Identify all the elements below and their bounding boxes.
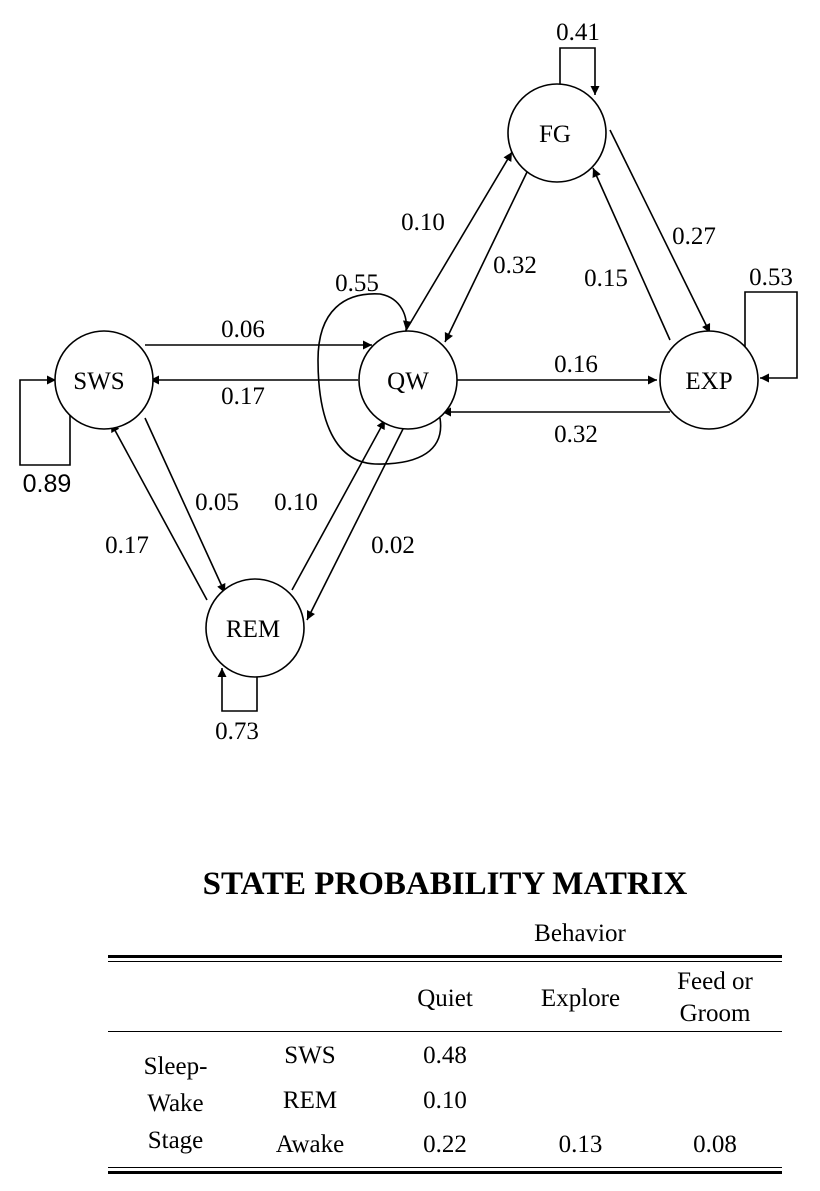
row-label-rem: REM <box>282 1087 338 1114</box>
node-sws-label: SWS <box>73 368 124 395</box>
node-qw-label: QW <box>387 368 429 395</box>
column-group-header: Behavior <box>534 920 626 947</box>
self-loop-exp: 0.53 <box>744 264 798 383</box>
edge-rem-to-qw-label: 0.10 <box>274 489 318 516</box>
edge-qw-to-fg-label: 0.10 <box>401 209 445 236</box>
self-loop-sws: 0.89 <box>19 375 72 498</box>
matrix-title: STATE PROBABILITY MATRIX <box>202 866 688 902</box>
row-label-sws: SWS <box>284 1042 336 1069</box>
self-loop-fg-label: 0.41 <box>556 19 600 46</box>
self-loop-qw-label: 0.55 <box>335 270 379 297</box>
self-loop-rem-label: 0.73 <box>215 718 259 745</box>
node-sws: SWS <box>54 330 154 430</box>
edge-exp-to-fg-label: 0.15 <box>584 265 628 292</box>
edge-qw-to-sws: 0.17 <box>150 375 358 410</box>
bottom-rule-thin <box>108 1167 782 1168</box>
cell-awake-feed-or-groom: 0.08 <box>693 1131 737 1158</box>
header-rule <box>108 1031 782 1032</box>
top-rule-thick <box>108 955 782 958</box>
cell-awake-explore: 0.13 <box>558 1131 603 1158</box>
edge-fg-to-qw: 0.32 <box>444 169 537 343</box>
edge-qw-to-rem-label: 0.02 <box>371 532 415 559</box>
node-rem: REM <box>205 578 305 678</box>
self-loop-fg: 0.41 <box>556 19 600 95</box>
edge-qw-to-exp: 0.16 <box>457 351 657 385</box>
edge-sws-to-qw-label: 0.06 <box>221 316 265 343</box>
edge-fg-to-qw-label: 0.32 <box>493 252 537 279</box>
edge-rem-to-sws-label: 0.17 <box>105 532 149 559</box>
column-header-quiet: Quiet <box>417 985 473 1012</box>
cell-rem-quiet: 0.10 <box>423 1087 467 1114</box>
edge-exp-to-fg: 0.15 <box>584 167 671 341</box>
edge-qw-to-exp-label: 0.16 <box>554 351 598 378</box>
node-exp-label: EXP <box>685 368 732 395</box>
edge-qw-to-sws-label: 0.17 <box>221 383 265 410</box>
node-fg: FG <box>507 83 607 183</box>
row-group-header: Sleep-Wake Stage <box>143 1053 208 1154</box>
node-fg-label: FG <box>539 121 571 148</box>
edge-exp-to-qw: 0.32 <box>442 407 670 448</box>
row-label-awake: Awake <box>275 1131 345 1158</box>
self-loop-sws-label: 0.89 <box>23 470 72 498</box>
top-rule-thin <box>108 961 782 962</box>
edge-qw-to-rem: 0.02 <box>306 424 415 621</box>
node-rem-label: REM <box>226 616 280 643</box>
edge-exp-to-qw-label: 0.32 <box>554 421 598 448</box>
state-transition-diagram: 0.89 0.73 0.55 0.41 0.53 0.06 0.17 0.05 … <box>19 19 798 745</box>
cell-awake-quiet: 0.22 <box>423 1131 467 1158</box>
self-loop-qw: 0.55 <box>317 270 442 465</box>
edge-sws-to-rem: 0.05 <box>144 417 239 594</box>
self-loop-rem: 0.73 <box>215 668 259 745</box>
bottom-rule-thick <box>108 1171 782 1174</box>
cell-sws-quiet: 0.48 <box>423 1042 467 1069</box>
column-header-explore: Explore <box>540 985 621 1012</box>
edge-rem-to-qw: 0.10 <box>274 419 386 591</box>
edge-qw-to-fg: 0.10 <box>401 151 513 333</box>
node-exp: EXP <box>659 330 759 430</box>
self-loop-exp-label: 0.53 <box>749 264 793 291</box>
edge-sws-to-qw: 0.06 <box>145 316 372 350</box>
edge-fg-to-exp-label: 0.27 <box>672 223 716 250</box>
node-qw: QW <box>358 330 458 430</box>
column-header-feed-or-groom: Feed or Groom <box>677 968 753 1027</box>
edge-rem-to-sws: 0.17 <box>105 422 208 601</box>
edge-sws-to-rem-label: 0.05 <box>195 489 239 516</box>
edge-fg-to-exp: 0.27 <box>609 129 716 334</box>
